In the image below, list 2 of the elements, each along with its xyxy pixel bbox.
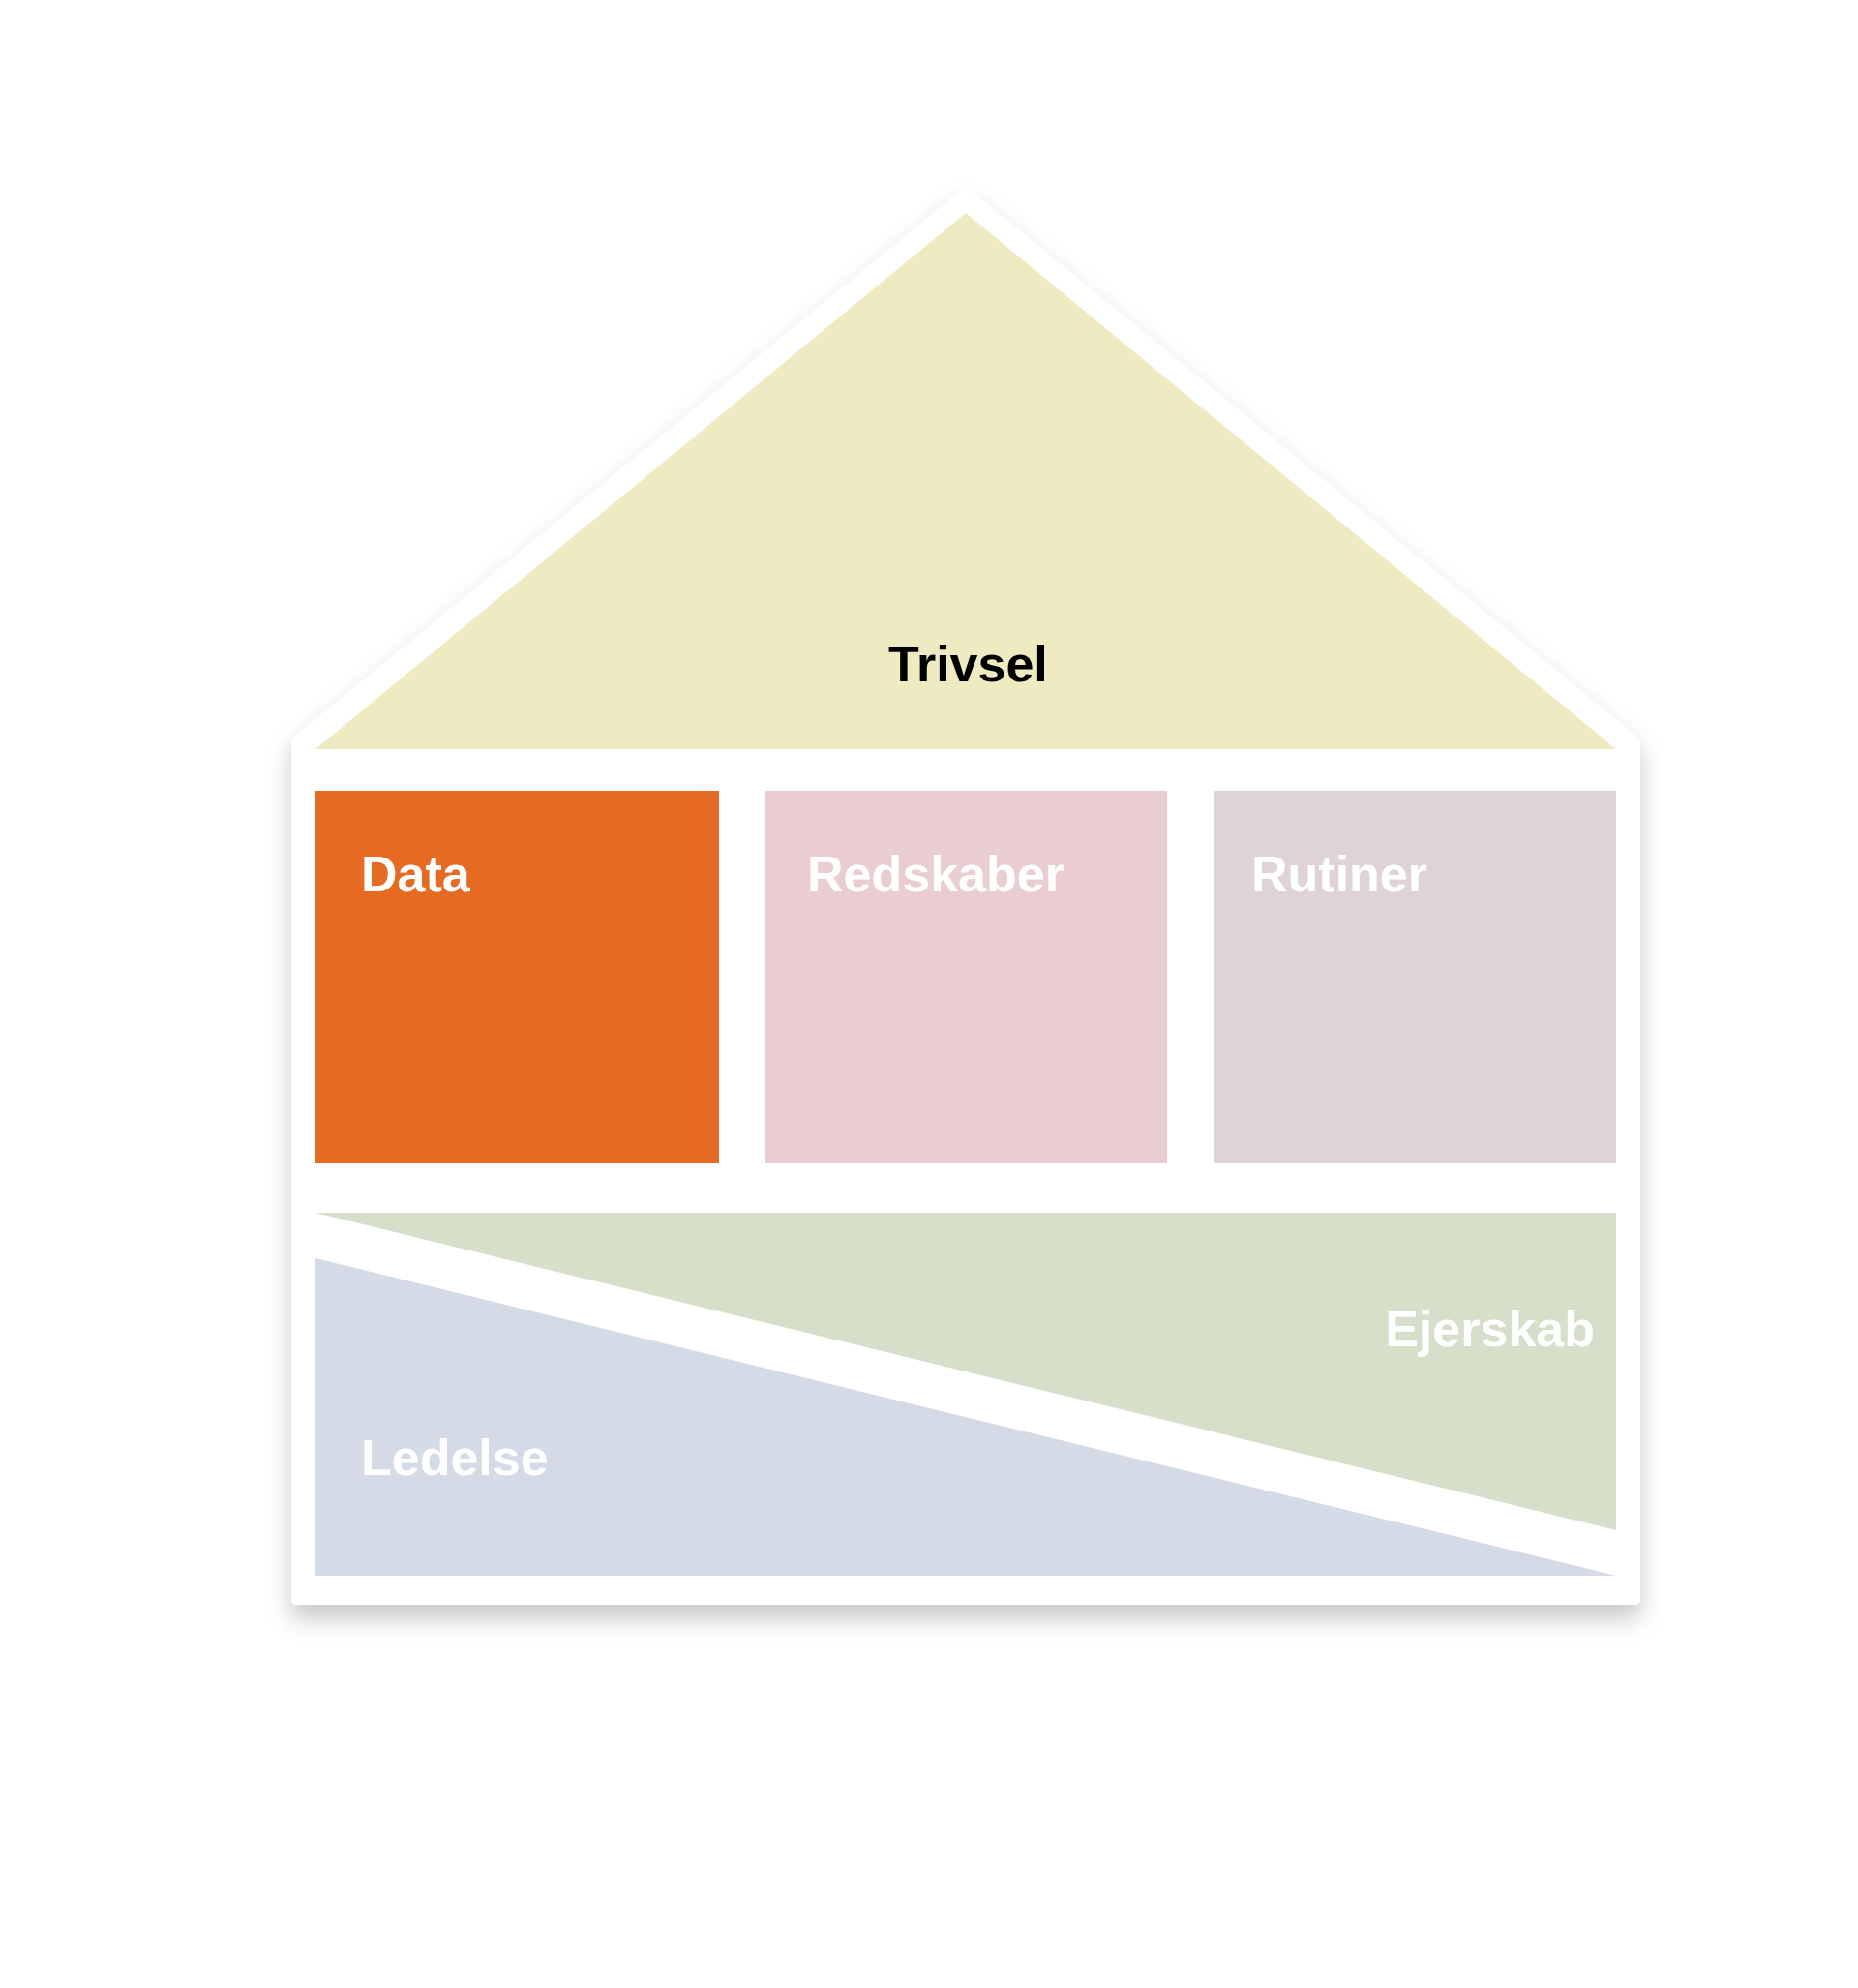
- section-label: Data: [361, 849, 470, 899]
- section-label: Trivsel: [888, 639, 1048, 689]
